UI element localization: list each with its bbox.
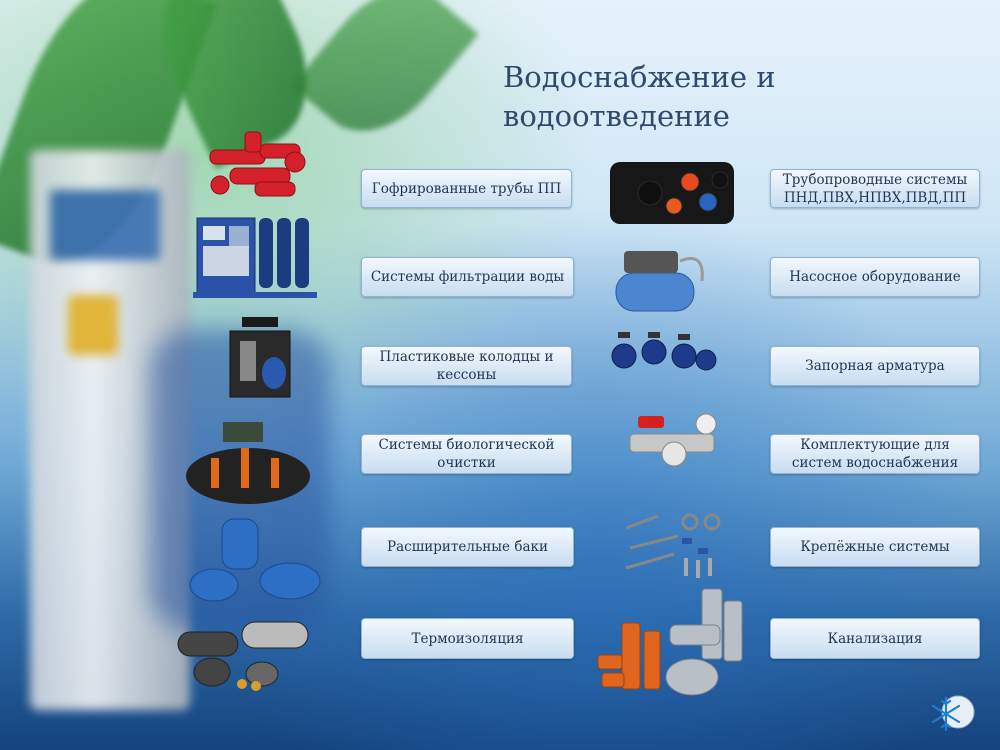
category-button-fittings[interactable]: Комплектующие для систем водоснабжения [770, 434, 980, 474]
insulation-icon [177, 621, 309, 691]
plastic-well-icon [229, 317, 291, 398]
bio-treatment-icon [186, 422, 310, 504]
fittings-icon [629, 413, 717, 467]
category-button-expansion-tanks[interactable]: Расширительные баки [361, 527, 574, 567]
pump-icon [615, 251, 704, 312]
expansion-tank-icon [189, 518, 321, 602]
valves-icon [611, 332, 717, 371]
category-button-insulation[interactable]: Термоизоляция [361, 618, 574, 659]
page-title: Водоснабжение и водоотведение [503, 60, 776, 133]
fasteners-icon [625, 513, 721, 578]
category-button-bio-treatment[interactable]: Системы биологической очистки [361, 434, 572, 474]
pipe-systems-icon [610, 162, 734, 224]
category-button-wells[interactable]: Пластиковые колодцы и кессоны [361, 346, 572, 386]
category-button-filtration[interactable]: Системы фильтрации воды [361, 257, 574, 297]
category-button-pumps[interactable]: Насосное оборудование [770, 257, 980, 297]
sewer-pipes-icon [597, 588, 743, 696]
snowflake-logo-icon [931, 695, 975, 732]
filtration-system-icon [193, 217, 317, 298]
corrugated-pipes-icon [209, 131, 306, 197]
category-button-sewer[interactable]: Канализация [770, 618, 980, 659]
category-button-pipe-systems[interactable]: Трубопроводные системы ПНД,ПВХ,НПВХ,ПВД,… [770, 169, 980, 208]
category-button-valves[interactable]: Запорная арматура [770, 346, 980, 386]
category-button-corrugated-pipes[interactable]: Гофрированные трубы ПП [361, 169, 572, 208]
category-button-fasteners[interactable]: Крепёжные системы [770, 527, 980, 567]
